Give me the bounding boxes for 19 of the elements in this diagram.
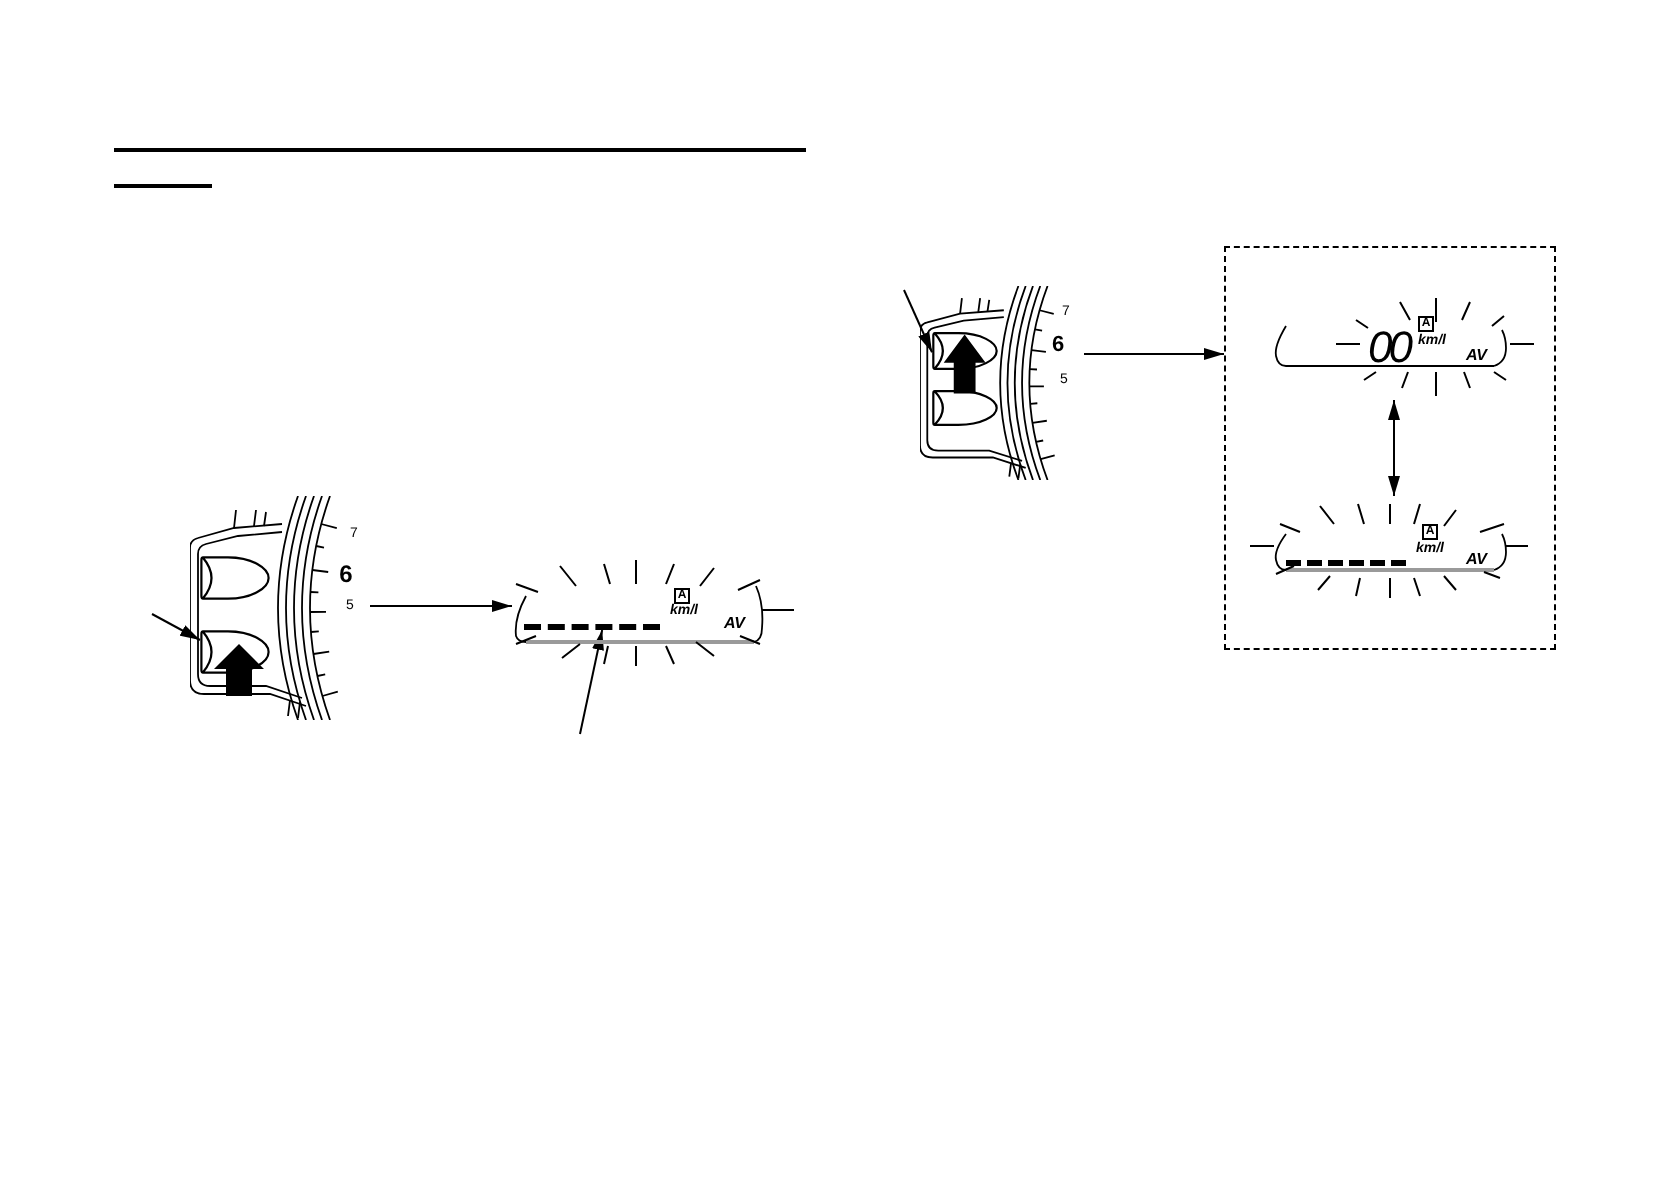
arrow <box>369 600 513 612</box>
push-button <box>200 556 270 600</box>
gauge-number: 6 <box>1051 335 1065 357</box>
leader-arrow <box>579 629 604 735</box>
dashed-frame <box>1224 246 1556 650</box>
mode-label: AV <box>1466 552 1488 568</box>
mode-label: AV <box>724 616 746 632</box>
leader-arrow <box>903 289 933 354</box>
push-button <box>932 332 998 370</box>
arrow <box>1083 348 1225 360</box>
double-arrow <box>1388 399 1400 497</box>
gauge-number: 6 <box>339 562 353 586</box>
digit-readout: 00 <box>1368 326 1409 370</box>
blinking-dashes <box>524 624 660 630</box>
blinking-dashes <box>1286 560 1406 566</box>
push-button <box>200 630 270 674</box>
push-button <box>932 390 998 426</box>
mode-label: AV <box>1466 348 1488 364</box>
leader-arrow <box>151 613 201 641</box>
